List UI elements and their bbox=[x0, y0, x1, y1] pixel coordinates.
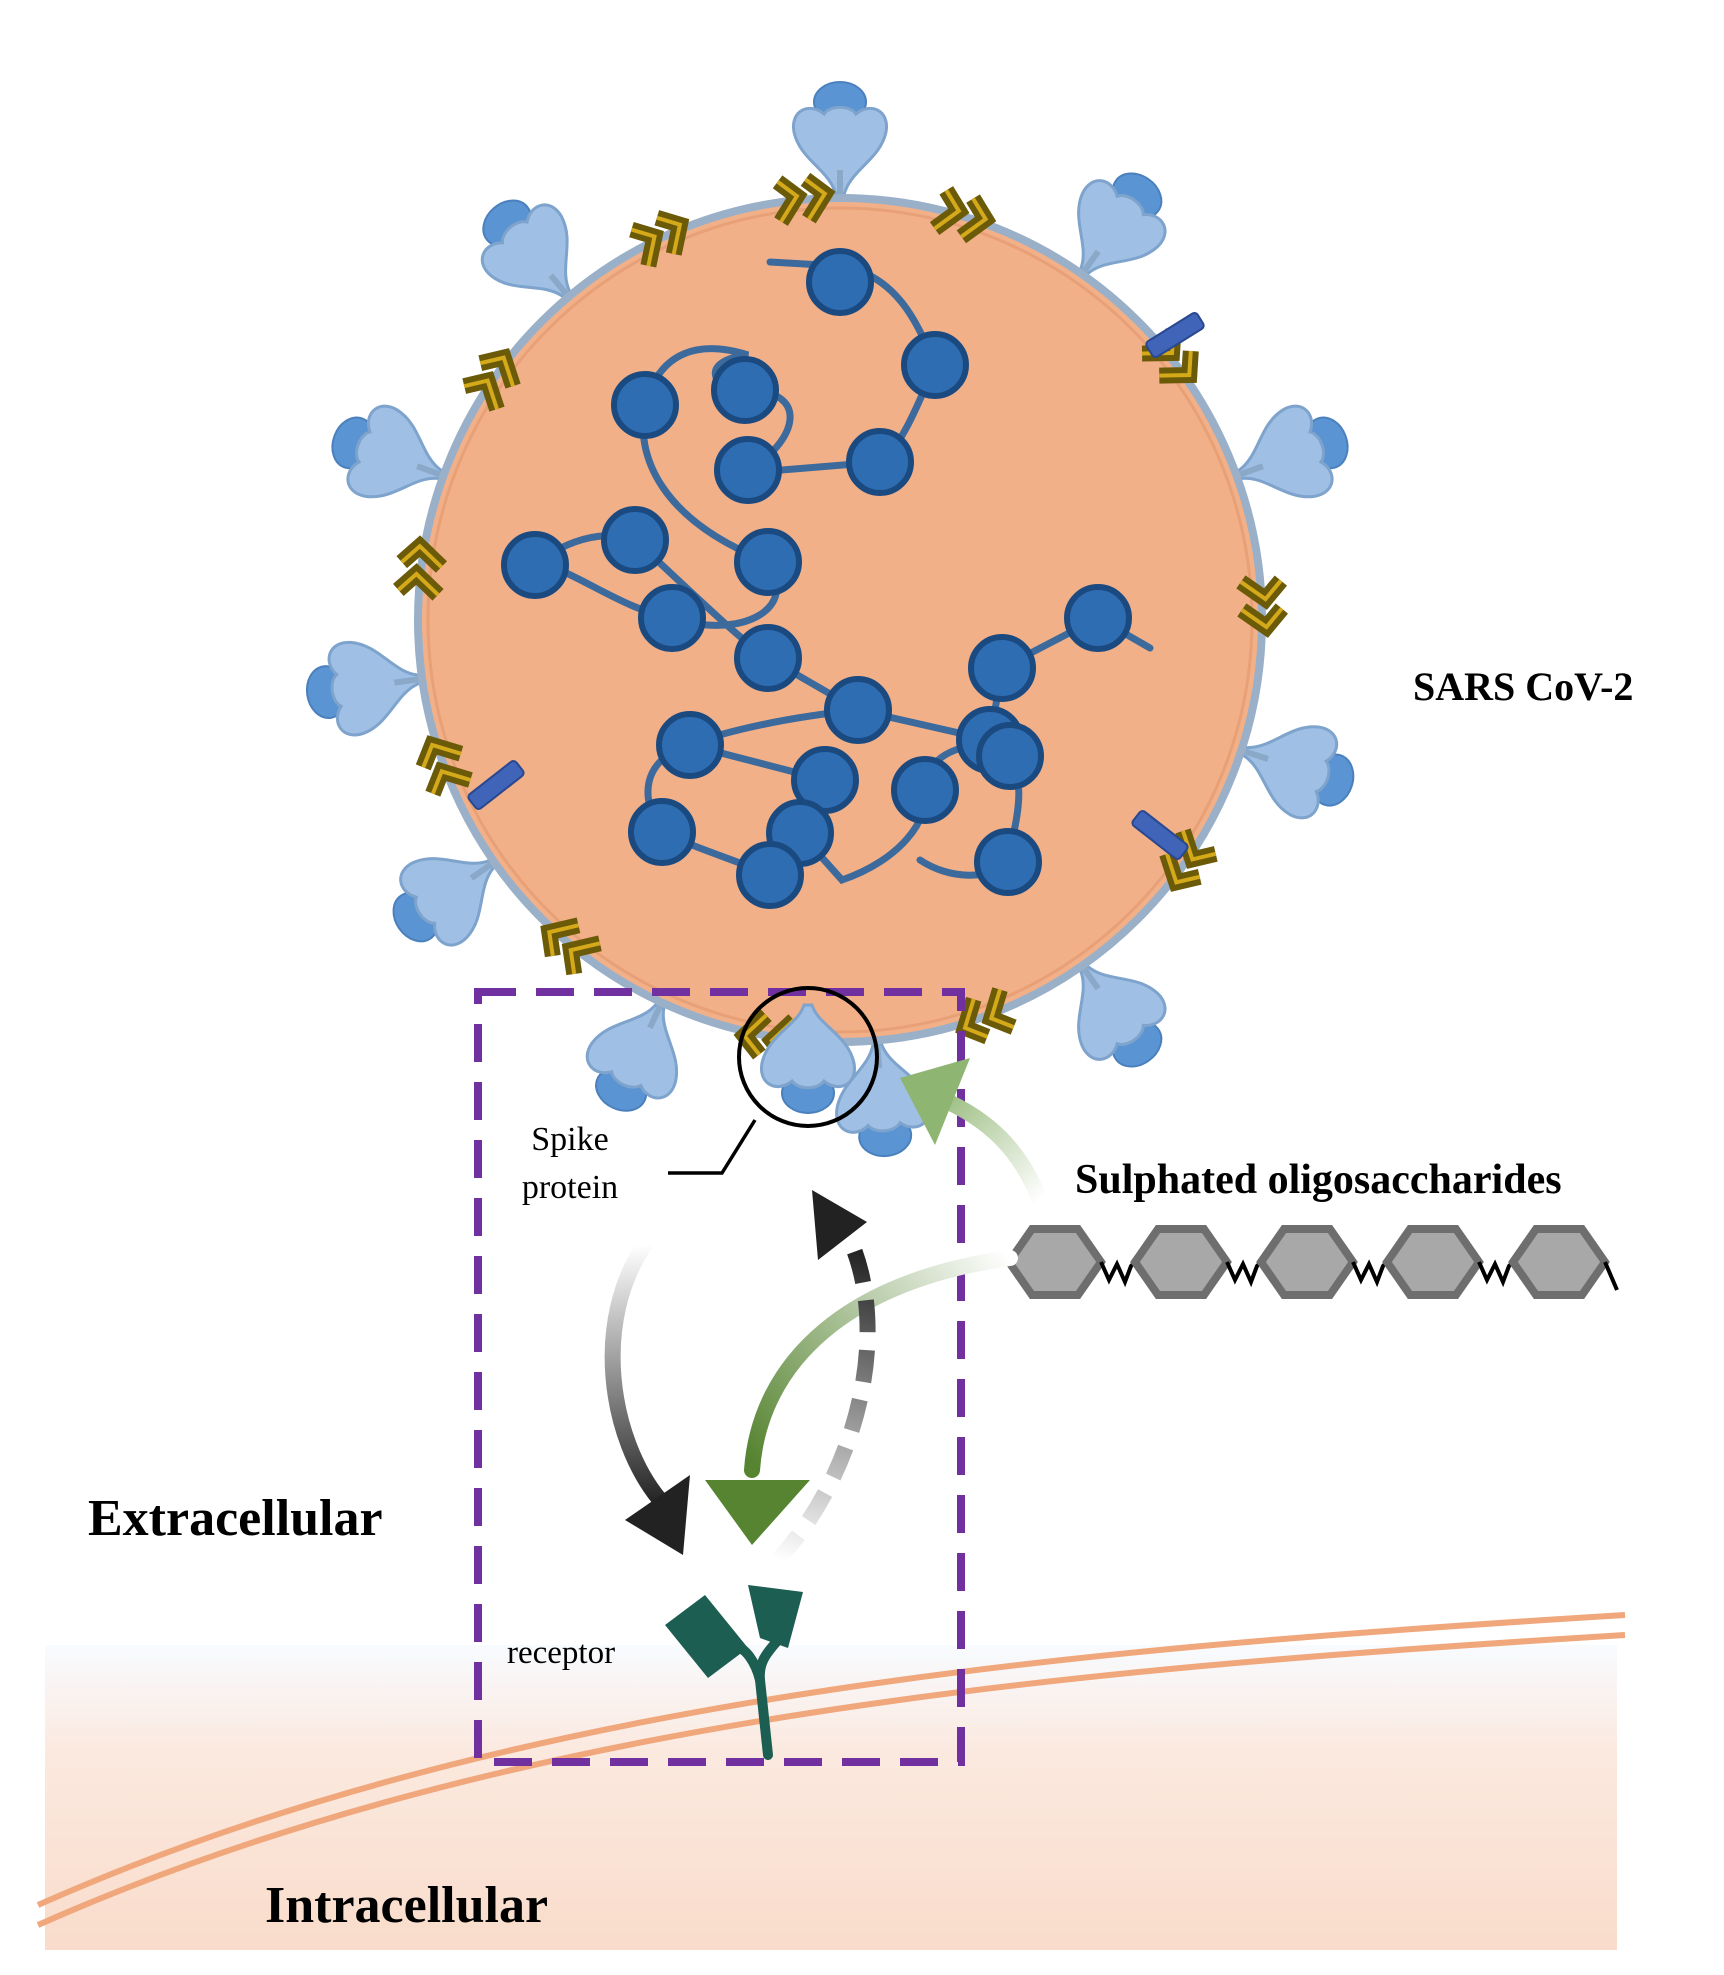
envelope-protein bbox=[1145, 311, 1205, 359]
glycosidic-link bbox=[1477, 1259, 1515, 1288]
rna-bead bbox=[806, 248, 874, 316]
oligosaccharide-label: Sulphated oligosaccharides bbox=[1075, 1157, 1562, 1203]
spike-protein bbox=[392, 852, 506, 947]
spike-protein bbox=[331, 404, 456, 499]
rna-bead bbox=[734, 624, 802, 692]
oligosaccharide-unit bbox=[1130, 1225, 1232, 1299]
glycosidic-link bbox=[1225, 1259, 1263, 1288]
receptor-head-left bbox=[665, 1595, 748, 1678]
glycosidic-link bbox=[1099, 1259, 1137, 1288]
green-arrow-to-receptor bbox=[744, 1250, 1018, 1478]
spike-protein bbox=[1072, 954, 1167, 1068]
spike-protein bbox=[585, 990, 679, 1112]
membrane-protein bbox=[415, 735, 473, 797]
black-arrow-down bbox=[604, 1232, 668, 1508]
oligosaccharide-unit bbox=[1256, 1225, 1358, 1299]
green-arrow-head-up bbox=[900, 1058, 970, 1145]
rna-bead bbox=[824, 676, 892, 744]
spike-label-line1: Spike bbox=[531, 1121, 608, 1158]
cell-membrane-outer bbox=[36, 1612, 1626, 1908]
envelope-protein bbox=[467, 760, 525, 810]
oligosaccharide-unit bbox=[1004, 1225, 1106, 1299]
rna-bead bbox=[611, 371, 679, 439]
spike-protein bbox=[792, 81, 888, 210]
interaction-arrows bbox=[604, 1058, 1048, 1566]
spike-label-line2: protein bbox=[522, 1169, 618, 1206]
spike-protein bbox=[1229, 725, 1355, 820]
glycosidic-link bbox=[1351, 1259, 1389, 1288]
green-arrow-head-down bbox=[705, 1480, 810, 1545]
oligosaccharide-chain bbox=[1004, 1225, 1619, 1299]
binding-region-box bbox=[474, 988, 965, 1766]
extracellular-label: Extracellular bbox=[88, 1490, 383, 1547]
rna-bead bbox=[714, 436, 782, 504]
oligosaccharide-unit bbox=[1382, 1225, 1484, 1299]
rna-bead bbox=[628, 798, 696, 866]
membrane-protein bbox=[955, 987, 1017, 1045]
receptor-head-right bbox=[748, 1585, 803, 1648]
membrane-protein bbox=[629, 210, 690, 268]
envelope-protein-group bbox=[467, 311, 1205, 860]
rna-bead bbox=[846, 428, 914, 496]
membrane-protein bbox=[929, 186, 997, 244]
rna-bead-group bbox=[501, 248, 1132, 909]
rna-bead bbox=[656, 711, 724, 779]
virus-particle bbox=[414, 194, 1266, 1046]
envelope-protein bbox=[1131, 810, 1189, 860]
membrane-protein bbox=[393, 535, 447, 601]
membrane-protein bbox=[1159, 828, 1218, 892]
black-dashed-arrow-up bbox=[772, 1236, 876, 1566]
virus-envelope bbox=[414, 194, 1266, 1046]
spike-highlight-circle bbox=[737, 986, 879, 1128]
receptor-label: receptor bbox=[507, 1635, 615, 1671]
rna-bead bbox=[974, 828, 1042, 896]
black-arrow-head-up bbox=[812, 1190, 867, 1260]
rna-bead bbox=[976, 722, 1044, 790]
membrane-protein bbox=[462, 348, 521, 412]
glycosidic-link bbox=[1603, 1261, 1619, 1291]
cell-membrane-inner bbox=[36, 1632, 1626, 1928]
rna-bead bbox=[734, 528, 802, 596]
highlighted-spike bbox=[668, 986, 879, 1175]
black-arrow-head-down bbox=[625, 1475, 690, 1555]
rna-bead bbox=[1064, 584, 1132, 652]
membrane-protein bbox=[772, 172, 836, 226]
spike-protein bbox=[1224, 404, 1349, 499]
rna-bead bbox=[501, 531, 569, 599]
virus-label: SARS CoV-2 bbox=[1413, 664, 1633, 709]
rna-bead bbox=[891, 756, 959, 824]
spike-protein bbox=[835, 1028, 931, 1158]
rna-bead bbox=[638, 584, 706, 652]
cell-region bbox=[36, 1612, 1626, 1950]
rna-bead bbox=[601, 506, 669, 574]
oligosaccharide-unit bbox=[1508, 1225, 1610, 1299]
spike-protein bbox=[1072, 172, 1167, 286]
rna-bead bbox=[711, 356, 779, 424]
rna-bead bbox=[736, 841, 804, 909]
membrane-protein bbox=[540, 917, 602, 976]
membrane-protein bbox=[1236, 575, 1288, 638]
rna-bead bbox=[901, 331, 969, 399]
receptor-protein bbox=[665, 1585, 803, 1760]
rna-bead bbox=[968, 634, 1036, 702]
intracellular-label: Intracellular bbox=[265, 1877, 548, 1934]
green-arrow-to-spike bbox=[932, 1090, 1048, 1208]
spike-leader-line bbox=[668, 1119, 757, 1175]
spike-protein-group bbox=[305, 81, 1355, 1158]
